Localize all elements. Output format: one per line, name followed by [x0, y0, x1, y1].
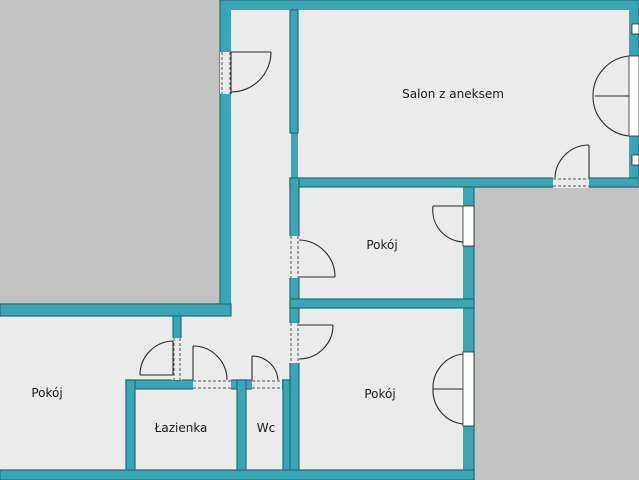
bath-passage-floor [181, 316, 290, 380]
label-pokoj-left: Pokój [31, 386, 62, 400]
label-lazienka: Łazienka [154, 421, 208, 435]
wc-floor [246, 389, 283, 470]
wall-between-pokoj [289, 298, 475, 309]
wall-lazienka-left [125, 379, 136, 480]
door-pokoj-bottom-right [289, 323, 334, 363]
door-pokoj-middle [289, 236, 336, 278]
door-salon [553, 144, 590, 188]
wall-wc-right [282, 379, 291, 480]
wall-lazienka-wc [236, 379, 247, 480]
label-wc: Wc [257, 421, 275, 435]
lazienka-floor [135, 389, 237, 470]
label-salon: Salon z aneksem [402, 87, 504, 101]
room-labels: Salon z aneksem Pokój Pokój Pokój Łazien… [31, 87, 504, 435]
window-pokoj-middle [432, 205, 475, 247]
doors [139, 51, 590, 390]
label-pokoj-middle: Pokój [366, 238, 397, 252]
corridor-top-floor [231, 10, 291, 180]
wall-pokoj-left-top [0, 303, 232, 317]
pokoj-left-floor [0, 316, 173, 470]
wall-bottom [0, 469, 475, 480]
windows [432, 23, 639, 427]
window-pokoj-bottom-right [432, 351, 475, 427]
salon-floor [298, 10, 629, 178]
door-lazienka [192, 345, 231, 390]
wall-corridor-stub [289, 9, 299, 134]
window-salon [592, 23, 639, 166]
label-pokoj-bottom-right: Pokój [364, 387, 395, 401]
door-entrance [220, 51, 272, 94]
door-wc [251, 355, 282, 390]
door-pokoj-left [139, 338, 182, 380]
